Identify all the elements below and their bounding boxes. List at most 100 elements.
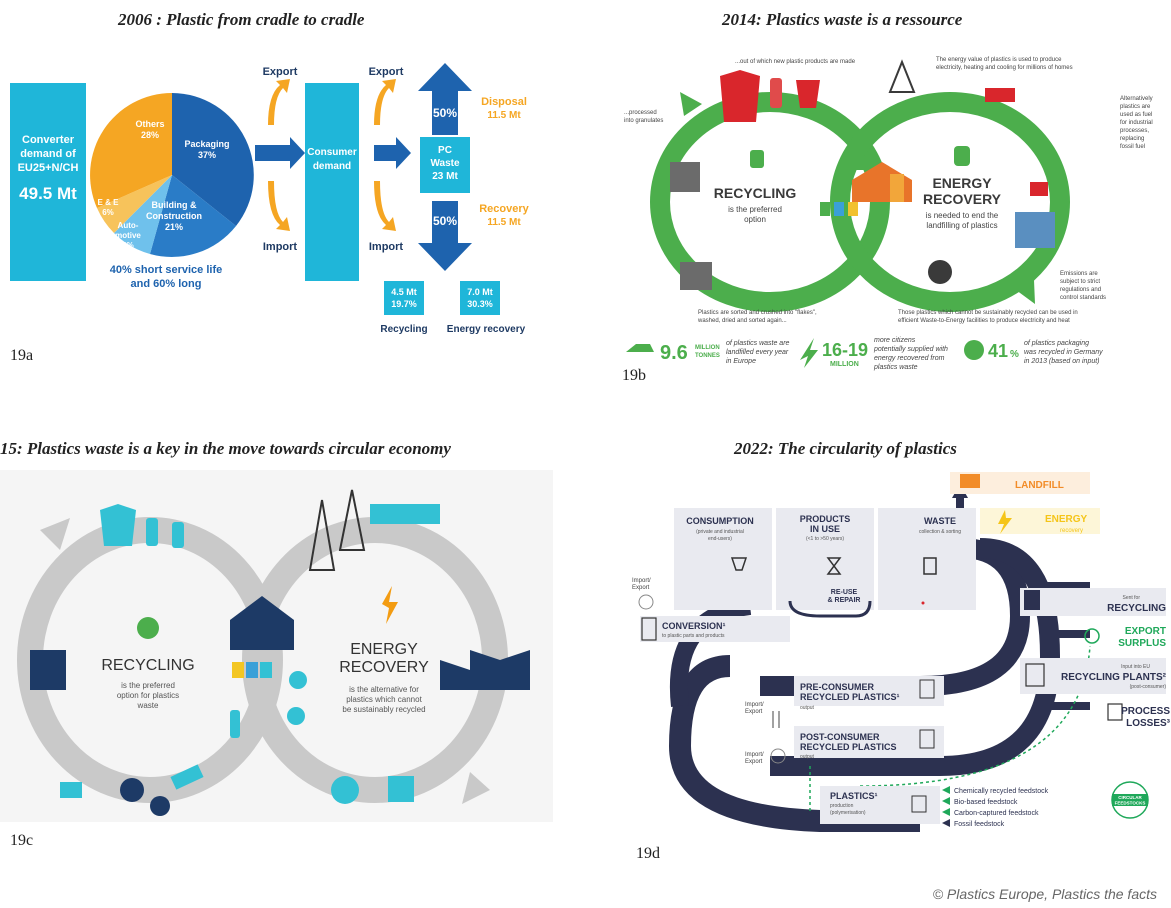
post-consumer-output: output [800, 754, 815, 760]
note-left-1: ...processed [624, 110, 657, 116]
stat2-text-1: more citizens [874, 337, 916, 344]
note-top-right-1: The energy value of plastics is used to … [936, 57, 1062, 63]
bin-green-icon [820, 202, 830, 216]
bin-blue-icon [246, 662, 258, 678]
bin-yellow-icon [232, 662, 244, 678]
reuse-1: RE-USE [831, 589, 858, 596]
circular-economy-diagram: RECYCLING is the preferred option for pl… [0, 470, 553, 822]
reuse-arrow [788, 600, 872, 618]
pie-label-auto-pct: 8% [122, 241, 134, 250]
recycling-sub-3: waste [137, 701, 159, 710]
import-export-3a: Import/ [745, 752, 764, 758]
crusher-icon [680, 262, 712, 290]
energy-label: ENERGY [1045, 514, 1088, 525]
bin-icon [923, 557, 937, 575]
recycling-bin-icon [1024, 590, 1040, 610]
recycling-title: RECYCLING [714, 185, 797, 201]
hourglass-icon [826, 557, 842, 575]
stat3-text-2: was recycled in Germany [1024, 349, 1103, 356]
export-globe-icon [1084, 628, 1100, 644]
consumption-title: CONSUMPTION [686, 516, 754, 526]
recycling-caption: Recycling [380, 324, 427, 335]
production-pipe [668, 655, 920, 832]
pie-label-others-pct: 28% [141, 130, 159, 140]
pie-label-others: Others [135, 119, 164, 129]
energy-title-1: ENERGY [350, 641, 418, 658]
consumption-sub-1: (private and industrial [696, 529, 744, 535]
pie-label-packaging-pct: 37% [198, 150, 216, 160]
circular-2: FEEDSTOCKS [1115, 801, 1146, 806]
battery-icon [370, 504, 440, 524]
pie-label-auto-2: motive [115, 231, 141, 240]
stat1-unit-1: MILLION [695, 345, 720, 351]
stat2-text-3: energy recovered from [874, 355, 945, 362]
plant-icon [1015, 212, 1055, 248]
pie-label-building-2: Construction [146, 211, 202, 221]
post-consumer-1: POST-CONSUMER [800, 732, 880, 742]
pc-waste-line3: 23 Mt [432, 171, 458, 182]
converter-value: 49.5 Mt [19, 184, 77, 203]
post-consumer-2: RECYCLED PLASTICS [800, 742, 897, 752]
recycling-plants-sub: (post-consumer) [1130, 684, 1167, 690]
products-title-2: IN USE [810, 524, 840, 534]
process-plant-icon [1107, 703, 1123, 721]
stat2-text-4: plastics waste [873, 364, 918, 371]
flow-arrow-1 [255, 137, 305, 169]
factory-icon [1030, 182, 1048, 196]
waste-sub: collection & sorting [919, 529, 961, 535]
plastics-sub-1: production [830, 803, 854, 809]
note-bottom-right-1: Those plastics which cannot be sustainab… [898, 310, 1078, 316]
consumption-box [674, 508, 772, 610]
plastics-title: PLASTICS¹ [830, 791, 878, 801]
bin-blue-icon [834, 202, 844, 216]
bottle-icon [770, 78, 782, 108]
energy-sub-2: landfilling of plastics [926, 221, 997, 230]
pie-slice-ee [97, 175, 172, 233]
market-pie [90, 93, 254, 257]
pre-consumer-2: RECYCLED PLASTICS¹ [800, 692, 900, 702]
pie-label-ee-pct: 6% [102, 208, 114, 217]
circularity-diagram: LANDFILL ENERGY recovery CONSUMPTION (pr… [632, 472, 1171, 832]
pie-label-building: Building & [152, 200, 197, 210]
note-emissions-4: control standards [1060, 295, 1106, 301]
lightning-icon [800, 338, 818, 368]
truck-icon [960, 474, 980, 488]
stat1-text-1: of plastics waste are [726, 340, 790, 347]
reuse-2: & REPAIR [828, 597, 861, 604]
label-19a: 19a [10, 347, 34, 364]
panel-19b: ...out of which new plastic products are… [620, 52, 1165, 374]
recycling-sub-2: option [744, 215, 766, 224]
note-right-7: fossil fuel [1120, 144, 1145, 150]
bottle-icon-2 [230, 710, 240, 738]
pie-slice-automotive [114, 175, 172, 254]
energy-title-2: RECOVERY [339, 659, 429, 676]
pc-waste-box [420, 137, 470, 193]
granulator-icon [670, 162, 700, 192]
flake-icon [170, 764, 204, 790]
pre-consumer-box [794, 676, 944, 706]
process-losses-1: PROCESS [1121, 706, 1170, 717]
spray-bottle-icon [172, 522, 184, 548]
energy-recovery-caption: Energy recovery [447, 324, 526, 335]
note-top-left: ...out of which new plastic products are… [735, 59, 856, 65]
energy-sub-2: plastics which cannot [346, 695, 422, 704]
consumer-line1: Consumer [307, 147, 357, 158]
import-export-3b: Export [745, 759, 763, 765]
feedstock-arrow-3 [942, 808, 950, 816]
title-19b: 2014: Plastics waste is a ressource [722, 10, 963, 29]
feedstock-arrow-1 [942, 786, 950, 794]
phone-icon [641, 617, 657, 641]
note-bottom-right-2: efficient Waste-to-Energy facilities to … [898, 318, 1070, 324]
note-top-right-2: electricity, heating and cooling for mil… [936, 65, 1073, 71]
battery-icon [985, 88, 1015, 102]
globe-icon-3 [770, 748, 786, 764]
energy-sub: recovery [1060, 528, 1083, 534]
pie-label-ee: E & E [98, 198, 120, 207]
import-export-1b: Export [632, 585, 650, 591]
stat2-text-2: potentially supplied with [873, 346, 948, 353]
products-box [776, 508, 874, 610]
pre-consumer-icon [919, 679, 935, 699]
circular-badge-band [1112, 794, 1148, 806]
pre-consumer-output: output [800, 705, 815, 711]
recycling-sub-1: is the preferred [121, 681, 175, 690]
